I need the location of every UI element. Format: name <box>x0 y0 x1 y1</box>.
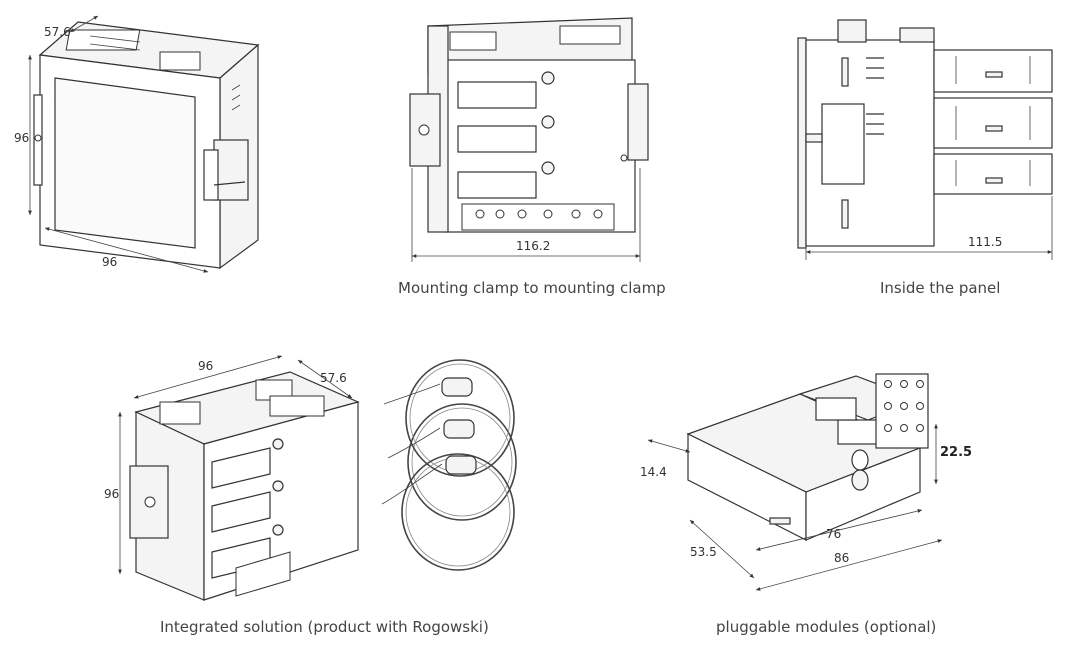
rogowski-coils-drawing <box>381 359 517 571</box>
modules-dim-width: 86 <box>834 551 849 565</box>
modules-dim-thickness: 14.4 <box>640 465 667 479</box>
front-view-drawing <box>28 15 260 273</box>
integrated-dim-depth: 57.6 <box>320 371 347 385</box>
front-dim-width: 96 <box>102 255 117 269</box>
integrated-dim-width: 96 <box>198 359 213 373</box>
clamp-dim-width: 116.2 <box>516 239 550 253</box>
integrated-caption: Integrated solution (product with Rogows… <box>160 618 489 636</box>
modules-dim-inner-width: 76 <box>826 527 841 541</box>
panel-caption: Inside the panel <box>880 279 1000 297</box>
panel-dim-depth: 111.5 <box>968 235 1002 249</box>
modules-caption: pluggable modules (optional) <box>716 618 936 636</box>
front-dim-height: 96 <box>14 131 29 145</box>
panel-view-drawing <box>797 19 1053 260</box>
modules-dim-depth: 53.5 <box>690 545 717 559</box>
integrated-dim-height: 96 <box>104 487 119 501</box>
clamp-view-drawing <box>409 17 649 262</box>
front-dim-depth: 57.6 <box>44 25 71 39</box>
integrated-view-drawing <box>118 355 360 601</box>
modules-dim-height: 22.5 <box>940 445 972 460</box>
modules-view-drawing <box>647 373 943 591</box>
clamp-caption: Mounting clamp to mounting clamp <box>398 279 666 297</box>
